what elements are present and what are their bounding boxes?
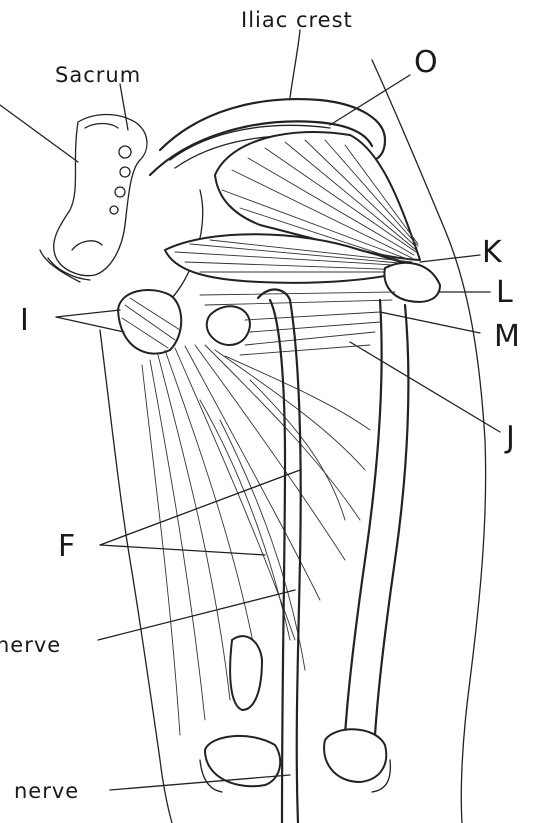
greater-trochanter (384, 263, 440, 302)
label-m: M (494, 319, 520, 354)
label-sacrum: Sacrum (55, 63, 141, 87)
label-i: I (20, 303, 29, 338)
label-nerve-lower: nerve (14, 779, 79, 803)
sacrum (40, 115, 147, 283)
label-j: J (504, 420, 515, 455)
label-f: F (58, 529, 75, 564)
ischial-tuberosity (118, 290, 250, 354)
label-nerve-upper: nerve (0, 633, 61, 657)
label-l: L (496, 275, 513, 310)
label-k: K (482, 235, 503, 270)
label-o: O (414, 45, 438, 80)
knee-condyles (200, 729, 390, 792)
femur (345, 300, 408, 735)
label-iliac-crest: Iliac crest (241, 8, 353, 32)
hamstring-muscles (142, 345, 370, 735)
